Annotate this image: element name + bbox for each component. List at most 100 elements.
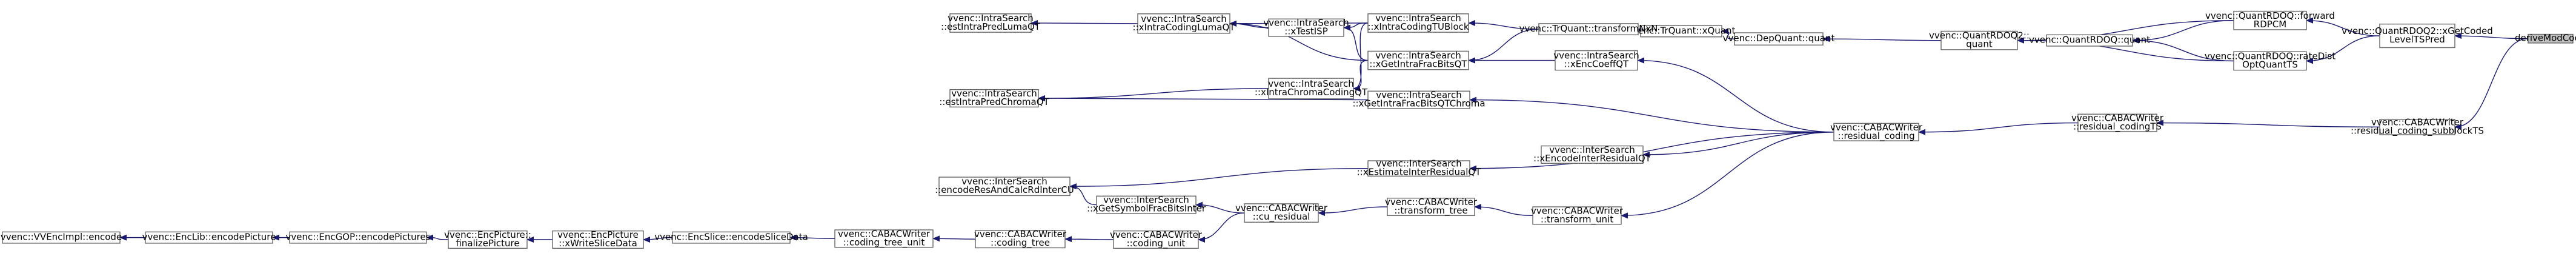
node-estintrapredchromaqt[interactable]: vvenc::IntraSearch::estIntraPredChromaQT — [939, 88, 1050, 108]
node-xintrachromacodingqt[interactable]: vvenc::IntraSearch::xIntraChromaCodingQT — [1255, 78, 1368, 99]
node-xgetintrafracbitsqt[interactable]: vvenc::IntraSearch::xGetIntraFracBitsQT — [1367, 50, 1469, 70]
node-label: ::xIntraCodingTUBlock — [1367, 21, 1469, 32]
node-box — [2379, 118, 2455, 135]
node-label: LevelTSPred — [2389, 34, 2445, 45]
node-label: ::xGetIntraFracBitsQTChroma — [1352, 98, 1485, 109]
node-cu-residual[interactable]: vvenc::CABACWriter::cu_residual — [1235, 203, 1328, 223]
node-xenccoeffqt[interactable]: vvenc::IntraSearch::xEncCoeffQT — [1553, 50, 1639, 71]
edge-quantrdoq-quant-to-ratedistoptquantts — [2132, 37, 2234, 62]
node-label: vvenc::TrQuant::xQuant — [1627, 25, 1736, 36]
node-xestimateinterresidualqt[interactable]: vvenc::InterSearch::xEstimateInterResidu… — [1357, 158, 1482, 178]
node-box — [1367, 13, 1469, 33]
edge-xintracodinglumaqt-to-xgetintrafracbitsqt — [1229, 20, 1369, 61]
node-box — [949, 13, 1032, 33]
edge-xgetintrafracbitsqt-to-transformnxn — [1468, 29, 1539, 64]
node-residual-codingts[interactable]: vvenc::CABACWriter::residual_codingTS — [2071, 113, 2164, 133]
node-label: vvenc::VVEncImpl::encode — [1, 232, 122, 243]
edge-xintracodingtublock-to-transformnxn — [1468, 19, 1539, 30]
edge-transform-unit-to-residual-coding — [1621, 132, 1834, 219]
node-label: ::estIntraPredChromaQT — [939, 96, 1049, 107]
node-box — [1137, 13, 1230, 34]
edge-xintrachromacodingqt-to-xgetintrafracbitsqt — [1353, 59, 1369, 92]
node-label: ::xEstimateInterResidualQT — [1357, 167, 1482, 178]
node-derivemodcoeff[interactable]: deriveModCoeff — [2515, 33, 2576, 44]
node-label: vvenc::QuantRDOQ::quant — [2029, 35, 2150, 45]
node-xintracodinglumaqt[interactable]: vvenc::IntraSearch::xIntraCodingLumaQT — [1133, 13, 1236, 34]
node-label: vvenc::IntraSearch — [1375, 13, 1461, 24]
node-label: ::xIntraChromaCodingQT — [1255, 87, 1368, 98]
node-trquant-xquant[interactable]: vvenc::TrQuant::xQuant — [1627, 25, 1736, 38]
edge-encoderesandcalcrdintercu-to-xestimateinterresidualqt — [1069, 167, 1369, 190]
node-label: ::transform_tree — [1394, 205, 1467, 217]
node-label: vvenc::IntraSearch — [948, 13, 1034, 24]
node-encoderesandcalcrdintercu[interactable]: vvenc::InterSearch::encodeResAndCalcRdIn… — [935, 176, 1074, 197]
node-box — [1268, 78, 1354, 99]
node-label: ::coding_unit — [1127, 238, 1186, 249]
node-box — [672, 231, 791, 244]
node-box — [1640, 25, 1722, 38]
node-box — [1387, 197, 1475, 217]
node-box — [1734, 32, 1824, 45]
node-xgetsymbolfracbitsinter[interactable]: vvenc::InterSearch::xGetSymbolFracBitsIn… — [1087, 195, 1206, 214]
node-encodepicture[interactable]: vvenc::EncLib::encodePicture — [142, 232, 276, 244]
node-label: ::transform_unit — [1541, 214, 1613, 225]
node-label: ::xEncodeInterResidualQT — [1533, 153, 1651, 164]
node-box — [2046, 34, 2133, 47]
node-box — [1541, 145, 1644, 164]
node-label: vvenc::InterSearch — [1549, 144, 1635, 155]
node-xintracodingtublock[interactable]: vvenc::IntraSearch::xIntraCodingTUBlock — [1367, 13, 1469, 33]
node-depquant-quant[interactable]: vvenc::DepQuant::quant — [1723, 32, 1835, 45]
node-encodeslicedata[interactable]: vvenc::EncSlice::encodeSliceData — [654, 231, 808, 244]
node-label: ::coding_tree_unit — [843, 237, 925, 248]
node-label: vvenc::CABACWriter — [2371, 116, 2464, 127]
node-xtestisp[interactable]: vvenc::IntraSearch::xTestISP — [1263, 18, 1349, 37]
edge-residual-coding-subblockts-to-derivemodcoeff — [2454, 38, 2529, 130]
node-label: ::residual_coding_subblockTS — [2351, 125, 2484, 136]
node-box — [1367, 90, 1470, 109]
edge-cu-residual-to-transform-tree — [1318, 206, 1388, 217]
edge-xgetcodedleveltspred-to-derivemodcoeff — [2454, 33, 2529, 39]
edge-xwriteslicedata-to-encodeslicedata — [643, 236, 673, 243]
edge-residual-coding-to-residual-codingts — [1918, 122, 2079, 135]
node-box — [1268, 18, 1344, 37]
node-encodepictures[interactable]: vvenc::EncGOP::encodePictures — [286, 232, 431, 244]
node-coding-tree-unit[interactable]: vvenc::CABACWriter::coding_tree_unit — [834, 228, 934, 248]
node-label: vvenc::QuantRDOQ2:: — [1929, 30, 2030, 41]
node-coding-tree[interactable]: vvenc::CABACWriter::coding_tree — [974, 229, 1067, 249]
node-label: vvenc::IntraSearch — [1268, 78, 1354, 89]
node-finalizepicture[interactable]: vvenc::EncPicture::finalizePicture — [444, 229, 531, 249]
node-xgetintrafracbitsqtchroma[interactable]: vvenc::IntraSearch::xGetIntraFracBitsQTC… — [1352, 90, 1486, 109]
node-coding-unit[interactable]: vvenc::CABACWriter::coding_unit — [1110, 229, 1203, 249]
node-label: vvenc::QuantRDOQ::rateDist — [2205, 50, 2335, 61]
node-residual-coding-subblockts[interactable]: vvenc::CABACWriter::residual_coding_subb… — [2351, 116, 2484, 136]
node-box — [2077, 113, 2157, 132]
node-transform-tree[interactable]: vvenc::CABACWriter::transform_tree — [1385, 197, 1478, 217]
edge-xenccoeffqt-to-residual-coding — [1637, 57, 1834, 133]
node-xwriteslicedata[interactable]: vvenc::EncPicture::xWriteSliceData — [552, 229, 644, 249]
node-box — [2528, 33, 2574, 44]
node-quantrdoq-quant[interactable]: vvenc::QuantRDOQ::quant — [2029, 34, 2150, 47]
node-transformnxn[interactable]: vvenc::TrQuant::transformNxN — [1519, 23, 1658, 36]
node-label: vvenc::IntraSearch — [1375, 50, 1461, 61]
node-residual-coding[interactable]: vvenc::CABACWriter::residual_coding — [1830, 122, 1923, 142]
edges-layer — [119, 17, 2529, 243]
node-estintrapredlumaqt[interactable]: vvenc::IntraSearch::estIntraPredLumaQT — [941, 13, 1041, 33]
node-label: vvenc::IntraSearch — [1376, 90, 1462, 101]
node-label: deriveModCoeff — [2515, 33, 2576, 44]
node-xencodeinterresidualqt[interactable]: vvenc::InterSearch::xEncodeInterResidual… — [1533, 144, 1651, 164]
node-label: finalizePicture — [456, 238, 519, 249]
node-transform-unit[interactable]: vvenc::CABACWriter::transform_unit — [1531, 205, 1624, 225]
edge-estintrapredchromaqt-to-xgetintrafracbitsqtchroma — [1038, 95, 1369, 102]
node-label: OptQuantTS — [2242, 59, 2298, 70]
node-label: ::xWriteSliceData — [559, 238, 637, 249]
node-quantrdoq2-quant[interactable]: vvenc::QuantRDOQ2::quant — [1929, 30, 2030, 50]
node-box — [2, 231, 121, 244]
node-vvencimpl-encode[interactable]: vvenc::VVEncImpl::encode — [1, 231, 122, 244]
node-label: vvenc::CABACWriter — [1531, 205, 1624, 216]
node-label: ::xGetIntraFracBitsQT — [1369, 59, 1467, 70]
edge-xgetintrafracbitsqtchroma-to-residual-coding — [1469, 96, 1834, 133]
node-label: vvenc::DepQuant::quant — [1723, 33, 1835, 44]
